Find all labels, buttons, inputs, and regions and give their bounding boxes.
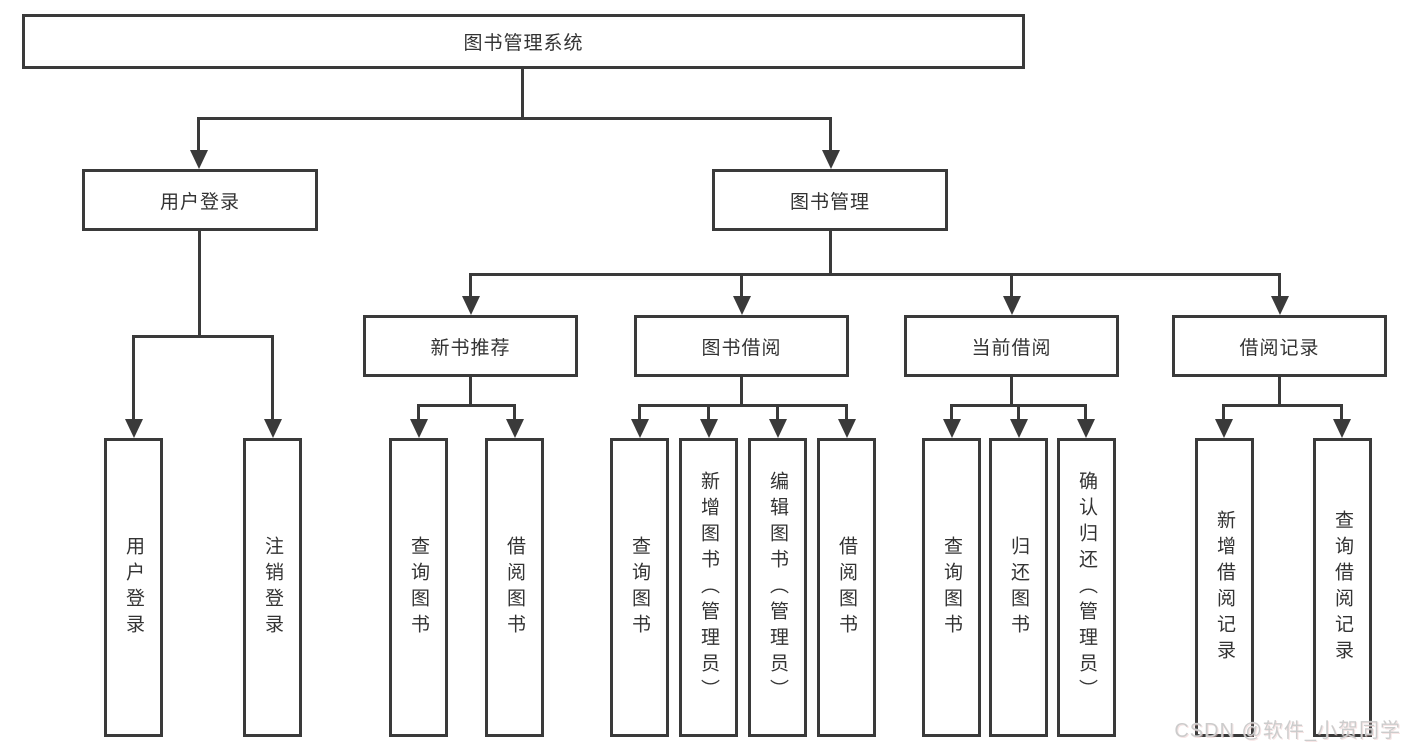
arrowhead-down-icon (125, 419, 143, 438)
leaf-label: 查询图书 (408, 535, 429, 640)
leaf-add-borrow-record: 新增借阅记录 (1195, 438, 1254, 737)
arrowhead-down-icon (190, 150, 208, 169)
node-label: 新书推荐 (430, 337, 511, 359)
leaf-label: 确认归还（管理员） (1076, 470, 1097, 705)
arrowhead-down-icon (700, 419, 718, 438)
node-label: 图书管理 (789, 191, 870, 213)
leaf-borrow-books: 借阅图书 (817, 438, 876, 737)
leaf-label: 归还图书 (1008, 535, 1029, 640)
leaf-label: 新增借阅记录 (1214, 509, 1235, 666)
leaf-confirm-return-admin: 确认归还（管理员） (1057, 438, 1116, 737)
connector-line (1010, 377, 1013, 407)
leaf-label: 借阅图书 (504, 535, 525, 640)
node-current-borrowing: 当前借阅 (904, 315, 1119, 377)
leaf-label: 借阅图书 (836, 535, 857, 640)
arrowhead-down-icon (1010, 419, 1028, 438)
node-book-management: 图书管理 (712, 169, 948, 231)
connector-line (132, 335, 273, 338)
arrowhead-down-icon (943, 419, 961, 438)
arrowhead-down-icon (1003, 296, 1021, 315)
arrowhead-down-icon (506, 419, 524, 438)
arrowhead-down-icon (462, 296, 480, 315)
arrowhead-down-icon (631, 419, 649, 438)
connector-line (829, 231, 832, 276)
leaf-query-books-recommend: 查询图书 (389, 438, 448, 737)
node-label: 用户登录 (159, 191, 240, 213)
connector-line (132, 335, 135, 421)
connector-line (1084, 404, 1087, 421)
leaf-add-books-admin: 新增图书（管理员） (679, 438, 738, 737)
connector-line (845, 404, 848, 421)
node-borrowing-records: 借阅记录 (1172, 315, 1387, 377)
leaf-label: 查询借阅记录 (1332, 509, 1353, 666)
connector-line (707, 404, 710, 421)
arrowhead-down-icon (1215, 419, 1233, 438)
leaf-query-books-borrowing: 查询图书 (610, 438, 669, 737)
leaf-label: 注销登录 (262, 535, 283, 640)
connector-line (513, 404, 516, 421)
node-book-borrowing: 图书借阅 (634, 315, 849, 377)
node-label: 当前借阅 (971, 337, 1052, 359)
connector-line (1222, 404, 1343, 407)
leaf-label: 编辑图书（管理员） (767, 470, 788, 705)
connector-line (1340, 404, 1343, 421)
arrowhead-down-icon (410, 419, 428, 438)
connector-line (1222, 404, 1225, 421)
leaf-label: 用户登录 (123, 535, 144, 640)
connector-line (417, 404, 516, 407)
leaf-label: 查询图书 (629, 535, 650, 640)
leaf-label: 新增图书（管理员） (698, 470, 719, 705)
leaf-query-books-current: 查询图书 (922, 438, 981, 737)
node-label: 图书管理系统 (463, 33, 584, 54)
node-label: 图书借阅 (701, 337, 782, 359)
connector-line (198, 231, 201, 338)
arrowhead-down-icon (264, 419, 282, 438)
connector-line (740, 377, 743, 407)
node-new-book-recommendation: 新书推荐 (363, 315, 578, 377)
connector-line (638, 404, 641, 421)
leaf-logout: 注销登录 (243, 438, 302, 737)
connector-line (469, 273, 1281, 276)
leaf-user-login: 用户登录 (104, 438, 163, 737)
leaf-query-borrow-record: 查询借阅记录 (1313, 438, 1372, 737)
connector-line (776, 404, 779, 421)
connector-line (740, 273, 743, 298)
leaf-return-books: 归还图书 (989, 438, 1048, 737)
arrowhead-down-icon (1077, 419, 1095, 438)
csdn-watermark: CSDN @软件_小贺同学 (1174, 720, 1401, 742)
connector-line (1010, 273, 1013, 298)
node-user-login: 用户登录 (82, 169, 318, 231)
connector-line (271, 335, 274, 421)
connector-line (950, 404, 953, 421)
connector-line (469, 377, 472, 407)
connector-line (417, 404, 420, 421)
node-label: 借阅记录 (1239, 337, 1320, 359)
connector-line (521, 69, 524, 119)
arrowhead-down-icon (1333, 419, 1351, 438)
arrowhead-down-icon (822, 150, 840, 169)
arrowhead-down-icon (733, 296, 751, 315)
arrowhead-down-icon (838, 419, 856, 438)
leaf-label: 查询图书 (941, 535, 962, 640)
connector-line (1278, 273, 1281, 298)
connector-line (197, 117, 200, 152)
connector-line (1278, 377, 1281, 407)
leaf-edit-books-admin: 编辑图书（管理员） (748, 438, 807, 737)
connector-line (1017, 404, 1020, 421)
connector-line (197, 117, 832, 120)
connector-line (829, 117, 832, 152)
connector-line (469, 273, 472, 298)
leaf-borrow-books-recommend: 借阅图书 (485, 438, 544, 737)
node-root-library-management-system: 图书管理系统 (22, 14, 1025, 69)
arrowhead-down-icon (769, 419, 787, 438)
connector-line (638, 404, 847, 407)
arrowhead-down-icon (1271, 296, 1289, 315)
